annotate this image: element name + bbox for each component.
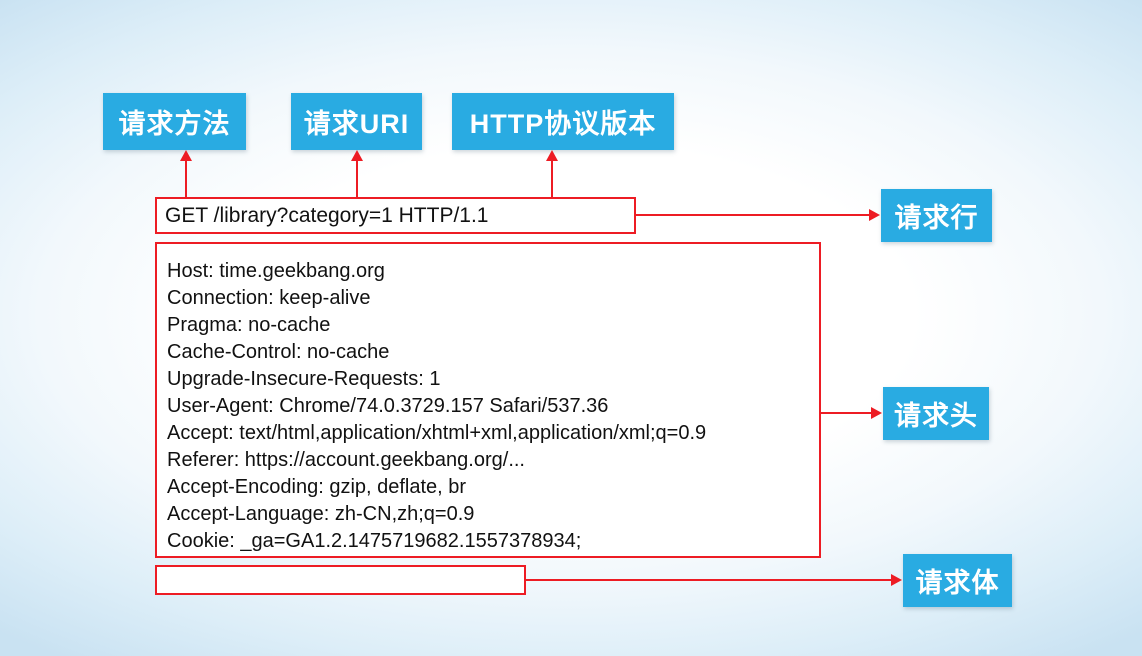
header-line-upgrade-insecure: Upgrade-Insecure-Requests: 1 (167, 368, 441, 390)
label-request-uri: 请求URI (291, 93, 422, 150)
label-http-version: HTTP协议版本 (452, 93, 674, 150)
header-line-host: Host: time.geekbang.org (167, 260, 385, 282)
header-line-referer: Referer: https://account.geekbang.org/..… (167, 449, 525, 471)
label-request-body: 请求体 (903, 554, 1012, 607)
label-request-method: 请求方法 (103, 93, 246, 150)
request-line-box: GET /library?category=1 HTTP/1.1 (155, 197, 636, 234)
header-line-connection: Connection: keep-alive (167, 287, 371, 309)
arrow-right-request-headers (821, 407, 882, 419)
request-headers-list: Host: time.geekbang.org Connection: keep… (157, 244, 819, 555)
request-body-box (155, 565, 526, 595)
header-line-accept: Accept: text/html,application/xhtml+xml,… (167, 422, 707, 444)
request-line-text: GET /library?category=1 HTTP/1.1 (165, 204, 489, 227)
arrow-right-request-body (526, 574, 902, 586)
label-request-line: 请求行 (881, 189, 992, 242)
arrow-up-uri (351, 150, 363, 198)
header-line-cache-control: Cache-Control: no-cache (167, 341, 390, 363)
arrow-up-version (546, 150, 558, 198)
header-line-accept-encoding: Accept-Encoding: gzip, deflate, br (167, 476, 467, 498)
arrow-right-request-line (636, 209, 880, 221)
header-line-cookie: Cookie: _ga=GA1.2.1475719682.1557378934; (167, 530, 582, 552)
arrow-up-method (180, 150, 192, 198)
header-line-user-agent: User-Agent: Chrome/74.0.3729.157 Safari/… (167, 395, 609, 417)
label-request-headers: 请求头 (883, 387, 989, 440)
request-headers-box: Host: time.geekbang.org Connection: keep… (155, 242, 821, 558)
header-line-pragma: Pragma: no-cache (167, 314, 331, 336)
header-line-accept-language: Accept-Language: zh-CN,zh;q=0.9 (167, 503, 475, 525)
